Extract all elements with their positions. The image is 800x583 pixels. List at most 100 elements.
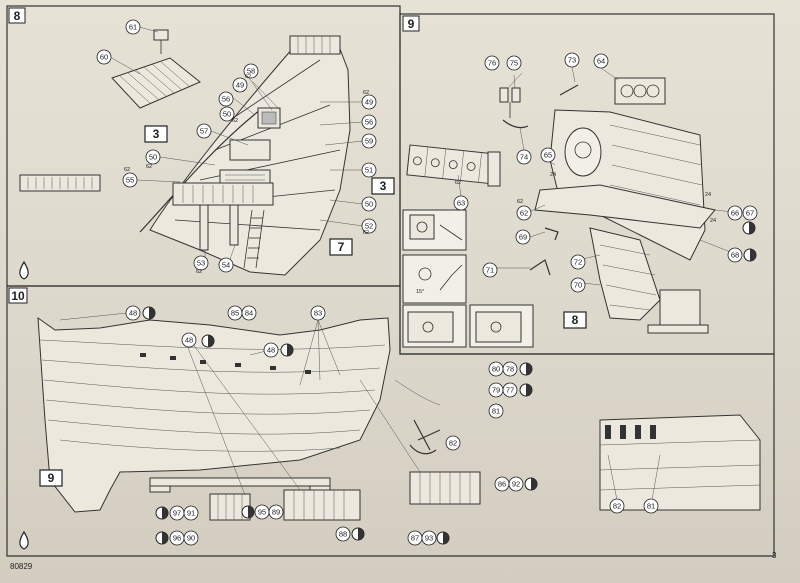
svg-text:76: 76 <box>488 59 496 68</box>
svg-text:89: 89 <box>272 508 280 517</box>
svg-text:9: 9 <box>48 471 55 485</box>
ref-box-8: 8 <box>563 311 587 329</box>
svg-text:67: 67 <box>746 209 754 218</box>
callout-96: 96 <box>169 530 185 546</box>
callout-50b: 50 <box>145 149 161 165</box>
detail-callout-81: 81 <box>643 498 659 514</box>
callout-66: 66 <box>727 205 743 221</box>
svg-text:62: 62 <box>124 167 130 173</box>
svg-text:81: 81 <box>492 407 500 416</box>
callout-49: 49 <box>232 77 248 93</box>
panel-9-callouts: 76 75 73 64 74 63 65 62 69 72 71 70 66 6… <box>453 52 758 329</box>
svg-text:7: 7 <box>338 240 345 254</box>
callout-71: 71 <box>482 262 498 278</box>
svg-text:72: 72 <box>574 258 582 267</box>
callout-62: 62 <box>516 205 532 221</box>
panel-8-drawing <box>19 26 364 276</box>
svg-text:65: 65 <box>544 151 552 160</box>
svg-text:3: 3 <box>153 127 160 141</box>
svg-text:87: 87 <box>411 534 419 543</box>
step-10-label: 10 <box>8 287 28 304</box>
paint-dot-icon <box>142 306 156 320</box>
callout-63: 63 <box>453 195 469 211</box>
callout-80: 80 <box>488 361 504 377</box>
panel-9-drawing <box>406 66 734 334</box>
svg-text:59: 59 <box>365 137 373 146</box>
callout-82: 82 <box>445 435 461 451</box>
paint-dot-icon <box>155 531 169 545</box>
callout-87: 87 <box>407 530 423 546</box>
svg-text:62: 62 <box>232 118 238 124</box>
svg-text:91: 91 <box>187 509 195 518</box>
gun-ports <box>140 353 311 374</box>
svg-text:92: 92 <box>512 480 520 489</box>
svg-text:24: 24 <box>710 218 716 224</box>
svg-text:49: 49 <box>236 81 244 90</box>
callout-93: 93 <box>421 530 437 546</box>
svg-text:79: 79 <box>492 386 500 395</box>
ref-box-3b: 3 <box>371 177 395 195</box>
svg-text:49: 49 <box>365 98 373 107</box>
svg-text:57: 57 <box>200 127 208 136</box>
callout-75: 75 <box>506 55 522 71</box>
paint-dot-icon <box>742 221 756 235</box>
paint-dot-icon <box>201 334 215 348</box>
callout-48c: 48 <box>263 342 279 358</box>
callout-48: 48 <box>125 305 141 321</box>
svg-text:78: 78 <box>506 365 514 374</box>
panel-8-callouts: 61 60 49 58 56 50 57 50 55 53 54 49 56 5… <box>96 19 395 275</box>
svg-text:80: 80 <box>492 365 500 374</box>
svg-text:54: 54 <box>222 261 230 270</box>
step-9-label: 9 <box>402 15 420 32</box>
callout-48b: 48 <box>181 332 197 348</box>
svg-text:53: 53 <box>197 259 205 268</box>
svg-text:3: 3 <box>380 179 387 193</box>
callout-79: 79 <box>488 382 504 398</box>
svg-text:81: 81 <box>647 502 655 511</box>
svg-text:48: 48 <box>185 336 193 345</box>
svg-text:90: 90 <box>187 534 195 543</box>
svg-text:50: 50 <box>149 153 157 162</box>
svg-text:9: 9 <box>408 17 415 31</box>
svg-text:55: 55 <box>126 176 134 185</box>
callout-64: 64 <box>593 53 609 69</box>
callout-91: 91 <box>183 505 199 521</box>
callout-55: 55 <box>122 172 138 188</box>
svg-text:86: 86 <box>498 480 506 489</box>
svg-text:95: 95 <box>258 508 266 517</box>
callout-83: 83 <box>310 305 326 321</box>
panel-frames <box>6 5 775 557</box>
callout-88: 88 <box>335 526 351 542</box>
svg-text:8: 8 <box>572 313 579 327</box>
paint-dot-icon <box>241 505 255 519</box>
svg-text:62: 62 <box>520 209 528 218</box>
paint-dot-icon <box>436 531 450 545</box>
paint-dot-icon <box>519 383 533 397</box>
svg-text:93: 93 <box>425 534 433 543</box>
callout-49b: 49 <box>361 94 377 110</box>
callout-67: 67 <box>742 205 758 221</box>
svg-text:77: 77 <box>506 386 514 395</box>
svg-text:62: 62 <box>245 74 251 80</box>
callout-61: 61 <box>125 19 141 35</box>
svg-text:56: 56 <box>222 95 230 104</box>
svg-text:24: 24 <box>550 172 556 178</box>
callout-97: 97 <box>169 505 185 521</box>
svg-text:64: 64 <box>597 57 605 66</box>
svg-text:48: 48 <box>129 309 137 318</box>
svg-text:52: 52 <box>365 222 373 231</box>
svg-text:84: 84 <box>245 309 253 318</box>
callout-59: 59 <box>361 133 377 149</box>
callout-50: 50 <box>219 106 235 122</box>
callout-68: 68 <box>727 247 743 263</box>
callout-70: 70 <box>570 277 586 293</box>
svg-text:10: 10 <box>11 289 25 303</box>
svg-text:56: 56 <box>365 118 373 127</box>
svg-text:61: 61 <box>129 23 137 32</box>
svg-text:75: 75 <box>510 59 518 68</box>
callout-81: 81 <box>488 403 504 419</box>
svg-text:66: 66 <box>731 209 739 218</box>
callout-56b: 56 <box>361 114 377 130</box>
